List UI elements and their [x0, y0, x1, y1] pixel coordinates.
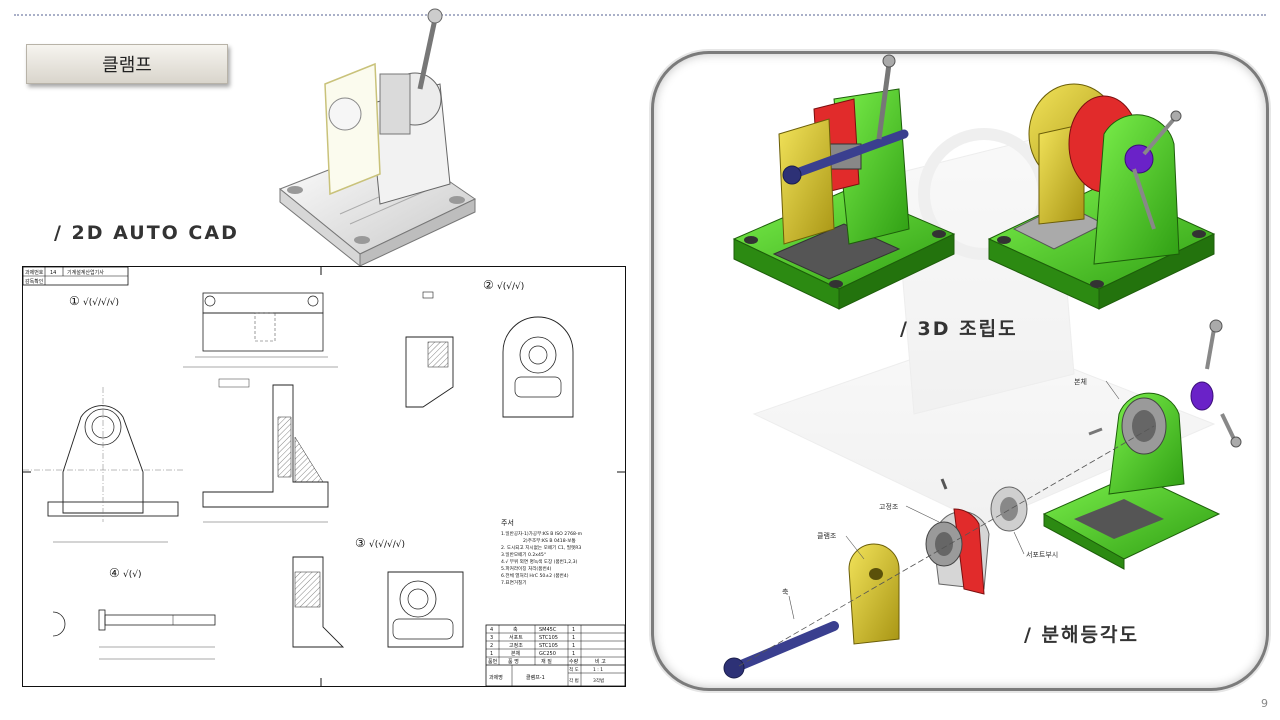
note-line: 5.파커라이징 처리(품번4): [501, 565, 552, 572]
svg-text:각 법: 각 법: [569, 677, 579, 684]
svg-text:√(√/√): √(√/√): [497, 281, 524, 292]
svg-text:품번: 품번: [488, 658, 498, 665]
notes-title: 주서: [501, 518, 514, 527]
svg-text:1: 1: [572, 643, 575, 649]
svg-text:√(√/√/√): √(√/√/√): [369, 539, 405, 550]
cad-header-num: 14: [50, 270, 56, 276]
svg-text:과제명: 과제명: [489, 674, 503, 681]
label-3d-assembly: / 3D 조립도: [900, 318, 1018, 340]
svg-text:STC105: STC105: [539, 643, 558, 649]
svg-text:SM45C: SM45C: [539, 627, 557, 633]
view-3-marker: ③: [355, 536, 366, 550]
svg-text:1: 1: [572, 651, 575, 657]
label-exploded-view: / 분해등각도: [1024, 624, 1139, 646]
svg-text:수량: 수량: [569, 658, 579, 665]
top-dotted-rule: [14, 14, 1266, 16]
svg-text:STC105: STC105: [539, 635, 558, 641]
ghost-background: [752, 128, 1216, 525]
render-panel: 본체 고정조 클램조 서포트부시 축: [651, 51, 1269, 691]
svg-text:재 질: 재 질: [541, 658, 552, 665]
svg-text:고정조: 고정조: [509, 642, 523, 649]
assembly-full-view: [987, 83, 1216, 310]
view-2-marker: ②: [483, 278, 494, 292]
svg-text:1: 1: [572, 627, 575, 633]
svg-text:3: 3: [490, 635, 493, 641]
note-line: 3.일반모떼기 0.2x45°: [501, 551, 546, 558]
iso-clamp-image: [279, 8, 476, 268]
svg-text:2: 2: [490, 643, 493, 649]
callout-fixed-jaw: 고정조: [879, 502, 899, 511]
note-line: 7.표면거칠기: [501, 579, 527, 586]
svg-text:척 도: 척 도: [569, 666, 579, 673]
bom-table: 4 축 SM45C 1 3 서포트 STC105 1 2 고정조 STC105 …: [485, 624, 626, 687]
svg-text:축: 축: [513, 626, 518, 633]
svg-text:3각법: 3각법: [593, 677, 604, 684]
cad-header-left: 과제번호: [25, 269, 44, 276]
page-number: 9: [1261, 697, 1268, 710]
render-svg: 본체 고정조 클램조 서포트부시 축: [723, 54, 1242, 679]
svg-text:1: 1: [572, 635, 575, 641]
assembly-section-view: [732, 54, 956, 310]
callout-clamp-jaw: 클램조: [817, 532, 837, 540]
svg-text:품 명: 품 명: [508, 658, 519, 665]
label-2d-autocad: / 2D AUTO CAD: [54, 222, 239, 244]
view-1-marker: ①: [69, 294, 80, 308]
cad-header-right: 기계설계산업기사: [67, 269, 104, 276]
cad-drawing: 과제번호 14 기계설계산업기사 감독확인 ① √(√/√/√): [22, 266, 626, 687]
svg-text:1 : 1: 1 : 1: [593, 667, 603, 673]
note-line: 1.일반공차-1)가공부:KS B ISO 2768-m: [501, 530, 583, 537]
svg-text:본체: 본체: [511, 650, 521, 657]
view-4-marker: ④: [109, 566, 120, 580]
svg-text:4: 4: [490, 627, 493, 633]
note-line: 2. 도시되고 지시없는 모떼기 C1, 필렛R3: [501, 544, 581, 551]
svg-text:√(√/√/√): √(√/√/√): [83, 297, 119, 308]
svg-text:GC250: GC250: [539, 651, 556, 657]
callout-body: 본체: [1074, 378, 1087, 386]
svg-text:√(√): √(√): [123, 569, 142, 580]
callout-support-bush: 서포트부시: [1026, 550, 1058, 559]
svg-text:클램프-1: 클램프-1: [526, 674, 545, 681]
cad-header-row2: 감독확인: [25, 278, 44, 285]
svg-text:서포트: 서포트: [509, 634, 523, 641]
note-line: 4.√ 부위 외면 명녹색 도장 (품번1,2,3): [501, 558, 578, 565]
note-line: 2)주조부:KS B 0418-보통: [523, 538, 576, 544]
svg-text:1: 1: [490, 651, 493, 657]
note-line: 6.전체 열처리 HrC 50±2 (품번4): [501, 572, 569, 579]
slide-title: 클램프: [26, 44, 228, 84]
callout-shaft: 축: [782, 587, 789, 596]
cad-drawing-svg: 과제번호 14 기계설계산업기사 감독확인 ① √(√/√/√): [22, 266, 626, 687]
exploded-view: 본체 고정조 클램조 서포트부시 축: [723, 319, 1242, 679]
svg-text:비 고: 비 고: [595, 658, 606, 665]
